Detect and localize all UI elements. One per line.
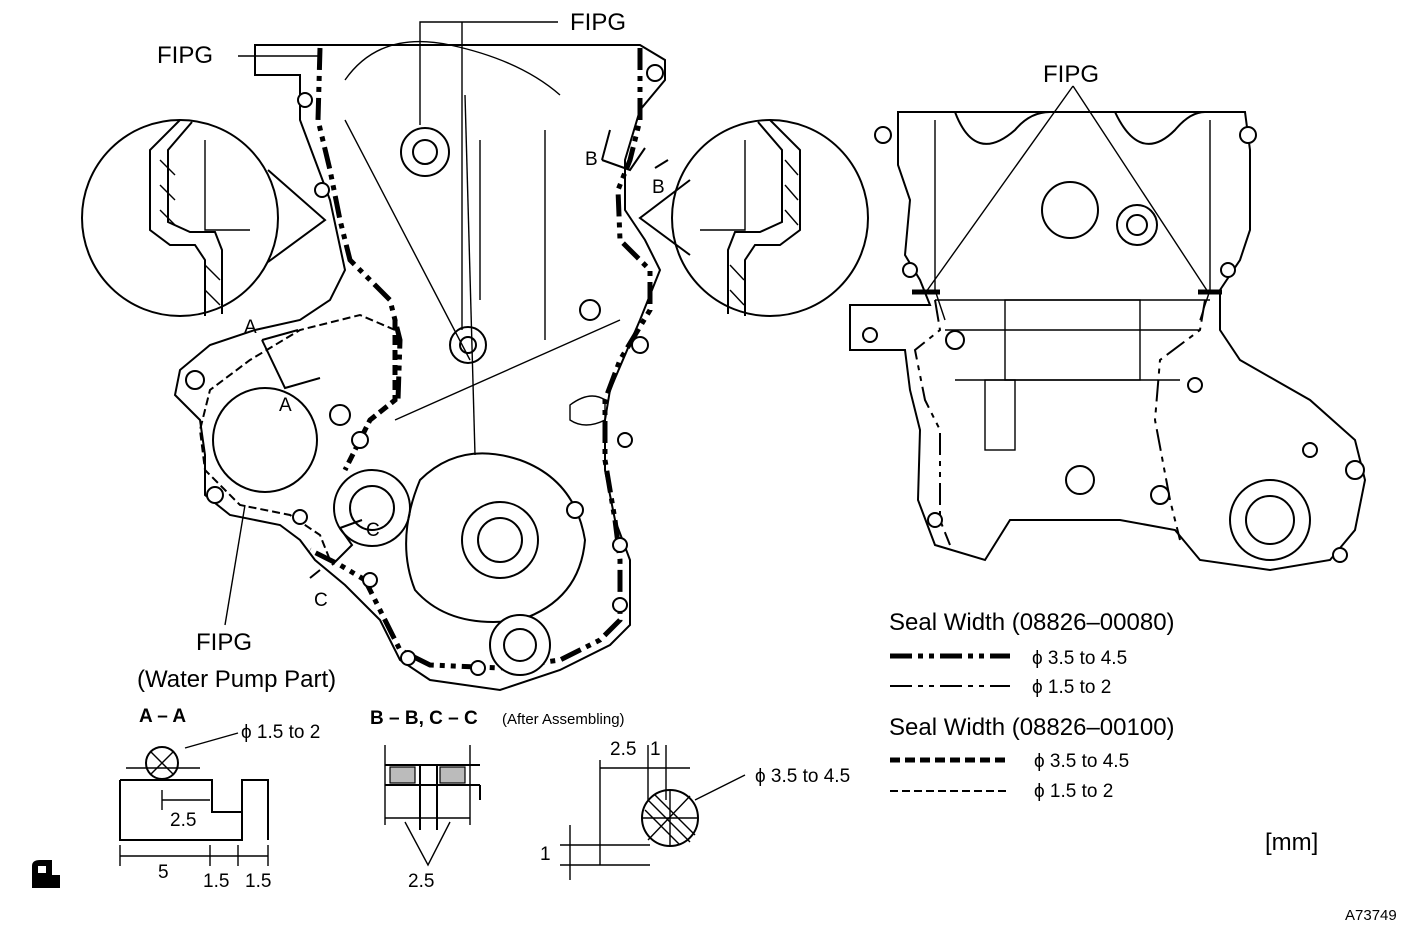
section-detail-dim-1-top: 1 — [650, 739, 661, 760]
seal-legend: Seal Width (08826–00080) ϕ 3.5 to 4.5 ϕ … — [889, 609, 1175, 802]
section-aa: A – A ϕ 1.5 to 2 2.5 5 1.5 1.5 — [119, 706, 320, 892]
section-aa-title: A – A — [139, 706, 186, 727]
legend-group2-thin: ϕ 1.5 to 2 — [1034, 781, 1113, 802]
units-label: [mm] — [1265, 829, 1318, 856]
section-detail-dim-1-side: 1 — [540, 844, 551, 865]
section-detail-diameter: ϕ 3.5 to 4.5 — [755, 766, 850, 787]
figure-id: A73749 — [1345, 907, 1397, 924]
section-b-right-label: B — [652, 177, 665, 198]
fipg-label-top-center: FIPG — [570, 9, 626, 36]
section-aa-dim-2-5: 2.5 — [170, 810, 196, 831]
corner-symbol-icon — [32, 860, 60, 888]
legend-group2-title: Seal Width (08826–00100) — [889, 714, 1175, 741]
section-detail: 2.5 1 ϕ 3.5 to 4.5 1 — [540, 739, 850, 880]
legend-group2-thick: ϕ 3.5 to 4.5 — [1034, 751, 1129, 772]
fipg-label-water-pump: FIPG — [196, 629, 252, 656]
water-pump-part-label: (Water Pump Part) — [137, 666, 336, 693]
section-aa-dim-1-5b: 1.5 — [245, 871, 271, 892]
section-bb-subtitle: (After Assembling) — [502, 711, 625, 728]
section-aa-dim-5: 5 — [158, 862, 169, 883]
section-c-upper-label: C — [366, 520, 380, 541]
section-a-lower-label: A — [279, 395, 292, 416]
legend-group1-thick: ϕ 3.5 to 4.5 — [1032, 648, 1127, 669]
section-b-left-label: B — [585, 149, 598, 170]
section-bb-dim-2-5: 2.5 — [408, 871, 434, 892]
engine-block-drawing — [849, 85, 1367, 572]
section-detail-dim-2-5: 2.5 — [610, 739, 636, 760]
fipg-label-top-left: FIPG — [157, 42, 213, 69]
fipg-label-right: FIPG — [1043, 61, 1099, 88]
detail-circle-left — [81, 119, 327, 317]
section-aa-dim-1-5a: 1.5 — [203, 871, 229, 892]
section-bb-title: B – B, C – C — [370, 708, 478, 729]
section-c-lower-label: C — [314, 590, 328, 611]
section-aa-diameter: ϕ 1.5 to 2 — [241, 722, 320, 743]
section-arrows — [261, 129, 669, 579]
detail-circle-right — [638, 119, 869, 317]
section-bb-cc: B – B, C – C (After Assembling) 2.5 — [370, 708, 625, 892]
legend-group1-thin: ϕ 1.5 to 2 — [1032, 677, 1111, 698]
timing-cover-drawing — [173, 40, 666, 692]
fipg-leaders-left — [224, 21, 558, 626]
legend-group1-title: Seal Width (08826–00080) — [889, 609, 1175, 636]
section-a-upper-label: A — [244, 317, 257, 338]
